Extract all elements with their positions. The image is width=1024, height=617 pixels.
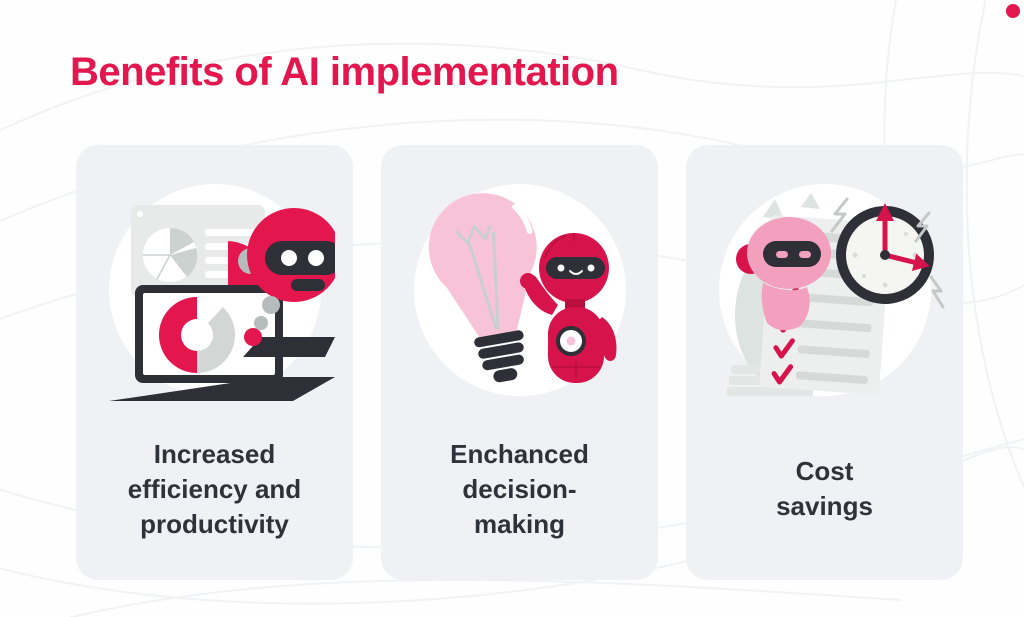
robot-laptop-charts-illustration <box>95 165 335 415</box>
card-cost-savings: Cost savings <box>686 145 963 580</box>
idea-lightbulb <box>428 193 537 383</box>
corner-red-dot <box>1006 4 1020 18</box>
pink-robot-peeking <box>735 217 831 331</box>
robot-lightbulb-illustration <box>400 165 640 415</box>
waving-red-robot <box>519 233 616 383</box>
red-robot-head <box>237 208 335 357</box>
card-caption-decision: Enchanced decision- making <box>450 438 589 539</box>
card-caption-cost: Cost savings <box>776 456 873 521</box>
page-title: Benefits of AI implementation <box>70 50 619 94</box>
efficiency-illustration-svg <box>108 184 335 401</box>
laptop-with-donut-chart <box>108 285 335 401</box>
benefit-cards-row: Increased efficiency and productivity <box>76 145 963 580</box>
card-caption-efficiency: Increased efficiency and productivity <box>127 438 302 539</box>
decision-illustration-svg <box>413 184 626 396</box>
card-increased-efficiency: Increased efficiency and productivity <box>76 145 353 580</box>
lightning-bolts <box>830 197 944 309</box>
robot-checklist-clock-illustration <box>705 165 945 415</box>
cost-illustration-svg <box>718 184 944 396</box>
alarm-clock <box>835 203 934 304</box>
card-decision-making: Enchanced decision- making <box>381 145 658 580</box>
